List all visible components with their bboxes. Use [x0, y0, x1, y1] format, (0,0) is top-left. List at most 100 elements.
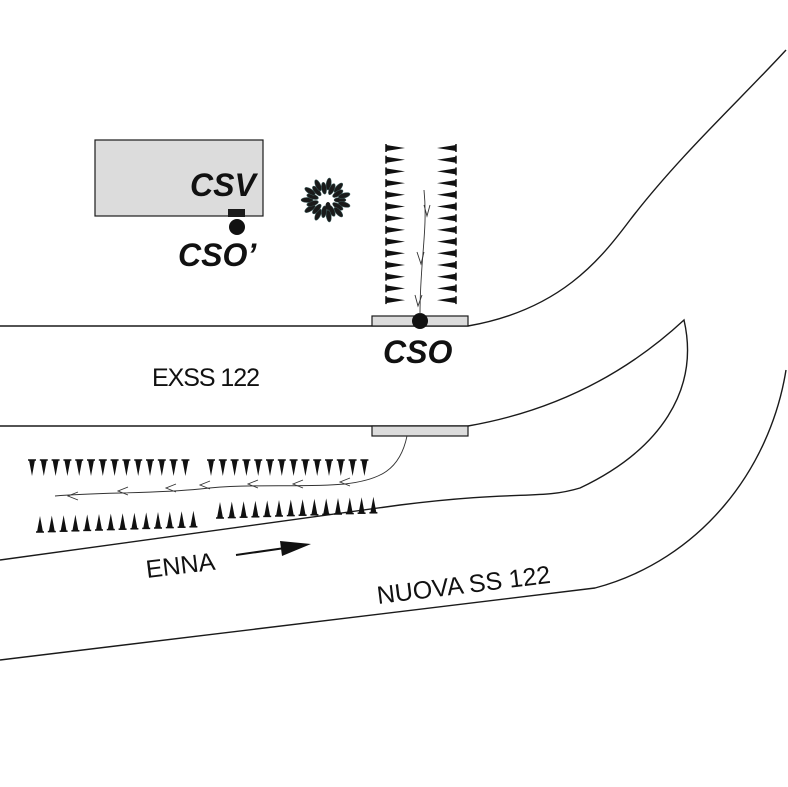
bank-tick — [178, 511, 185, 528]
bank-tick — [437, 250, 456, 257]
bank-tick — [386, 250, 405, 257]
bank-tick — [386, 285, 405, 292]
bank-tick — [111, 460, 118, 476]
bank-tick — [60, 515, 67, 532]
bank-tick — [437, 262, 456, 268]
bank-tick — [437, 168, 456, 175]
bank-tick — [88, 460, 94, 476]
bank-tick — [314, 460, 321, 476]
nuova-label: NUOVA SS 122 — [375, 561, 552, 610]
tree-leaf — [333, 207, 344, 218]
bank-tick — [361, 460, 368, 476]
bank-tick — [437, 226, 456, 233]
bank-tick — [278, 460, 285, 476]
bank-tick — [437, 145, 456, 151]
bank-tick — [264, 500, 271, 517]
bank-tick — [240, 501, 247, 518]
bank-tick — [437, 285, 456, 292]
bank-tick — [290, 460, 297, 476]
bank-tick — [158, 460, 165, 476]
flow-arrow-1 — [423, 204, 431, 218]
bank-tick — [40, 460, 47, 476]
bank-tick — [37, 516, 43, 532]
cso-bottom-culvert — [371, 425, 469, 437]
bank-tick — [349, 460, 356, 476]
bank-tick — [437, 180, 456, 187]
bank-tick — [386, 203, 405, 210]
tree-leaf — [325, 202, 331, 210]
exss-label: EXSS 122 — [152, 364, 260, 392]
bank-tick — [228, 501, 235, 518]
bank-tick — [29, 460, 35, 476]
bank-tick — [84, 514, 91, 531]
bank-tick — [255, 460, 262, 476]
channel-bank-left — [385, 144, 405, 305]
flow-arrow-3 — [414, 294, 423, 308]
bank-tick — [302, 460, 309, 476]
bank-tick — [386, 180, 405, 187]
exss-bottom-edge — [0, 318, 689, 561]
tree-leaf — [314, 179, 322, 192]
tree-leaf — [325, 209, 332, 223]
channel-bank-top — [28, 459, 369, 476]
bank-tick — [437, 191, 456, 198]
bank-tick — [346, 497, 353, 514]
bank-tick — [437, 238, 456, 245]
bank-tick — [299, 499, 306, 516]
bank-tick — [131, 512, 138, 529]
bank-tick — [437, 215, 456, 222]
bank-tick — [267, 460, 273, 476]
bank-tick — [386, 226, 405, 233]
tree-leaf — [304, 187, 316, 196]
bank-tick — [358, 497, 365, 514]
bank-tick — [335, 498, 341, 514]
tree-leaf — [338, 192, 351, 199]
bank-tick — [386, 215, 405, 222]
bank-tick — [166, 511, 173, 528]
enna-label: ENNA — [144, 548, 217, 584]
cso-prime-label: CSO’ — [178, 237, 257, 273]
channel-bank-bottom — [36, 496, 378, 533]
bank-tick — [386, 297, 405, 304]
cso-label: CSO — [383, 334, 452, 370]
bank-tick — [311, 498, 318, 515]
bank-tick — [386, 145, 405, 151]
bank-tick — [119, 513, 126, 530]
channel-bank-right — [437, 144, 457, 305]
cso-prime-connector — [228, 209, 245, 217]
bank-tick — [143, 512, 150, 529]
bank-tick — [182, 460, 189, 476]
bank-tick — [96, 514, 102, 530]
bank-tick — [76, 460, 83, 476]
bank-tick — [252, 500, 259, 517]
bank-tick — [437, 203, 456, 210]
bank-tick — [326, 460, 332, 476]
bank-tick — [52, 460, 59, 476]
bank-tick — [190, 510, 197, 527]
bank-tick — [147, 460, 153, 476]
bank-tick — [276, 500, 282, 516]
bank-tick — [99, 460, 106, 476]
bank-tick — [217, 502, 223, 518]
bank-tick — [386, 191, 405, 198]
bank-tick — [437, 297, 456, 304]
bank-tick — [107, 513, 114, 530]
bank-tick — [155, 512, 161, 528]
bank-tick — [135, 460, 142, 476]
bank-tick — [48, 515, 55, 532]
flow-arrow-2 — [416, 251, 425, 266]
nuova-bottom-edge — [0, 369, 787, 661]
csv-label: CSV — [190, 167, 258, 203]
tree-leaf — [300, 197, 314, 203]
cso-prime-point — [229, 219, 245, 235]
bank-tick — [123, 460, 130, 476]
bank-tick — [64, 460, 71, 476]
bank-tick — [337, 460, 344, 476]
bank-tick — [208, 460, 214, 476]
bank-tick — [437, 273, 456, 280]
bank-tick — [370, 496, 377, 513]
bank-tick — [243, 460, 250, 476]
bank-tick — [386, 262, 405, 268]
bank-tick — [323, 498, 330, 515]
